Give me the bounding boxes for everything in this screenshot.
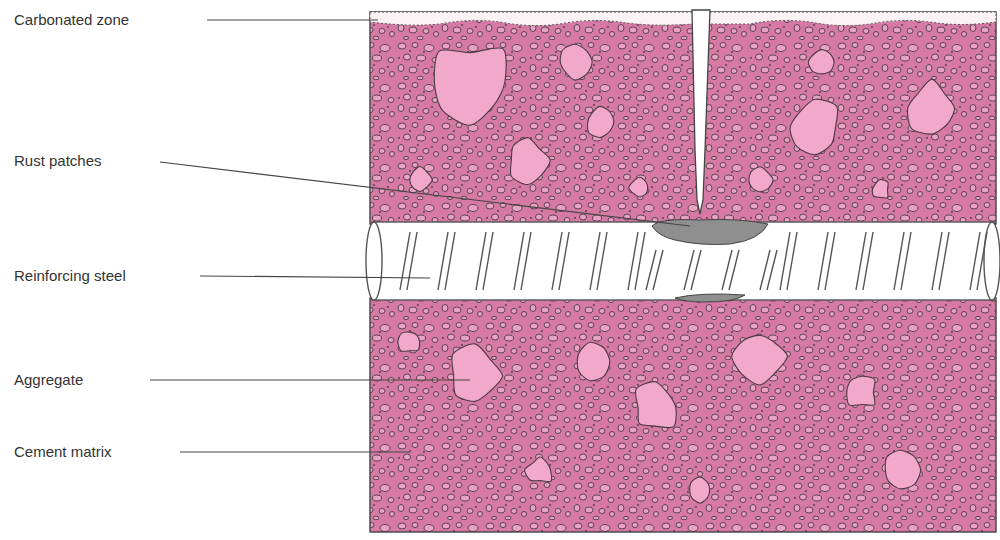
aggregate: [525, 457, 552, 482]
aggregate: [452, 344, 503, 402]
lower-concrete: [370, 298, 996, 532]
upper-concrete: [370, 12, 996, 224]
aggregate: [790, 99, 838, 155]
part-label: Reinforcing steel: [14, 267, 126, 285]
aggregate: [629, 177, 648, 197]
rust-patch: [675, 294, 745, 302]
aggregate: [577, 342, 609, 381]
carbonated-zone: [370, 12, 996, 30]
aggregate: [635, 382, 676, 428]
aggregate: [410, 167, 432, 192]
part-label: Rust patches: [14, 152, 102, 170]
aggregate: [690, 477, 710, 503]
part-label: Carbonated zone: [14, 11, 129, 29]
aggregate: [588, 106, 614, 137]
aggregate: [434, 48, 506, 125]
aggregate: [908, 79, 955, 134]
aggregate: [872, 179, 888, 198]
part-label: Aggregate: [14, 371, 83, 389]
aggregate: [510, 138, 550, 185]
aggregate: [732, 335, 788, 385]
leader-lines: [150, 20, 690, 452]
crack: [692, 10, 710, 214]
aggregate: [749, 167, 773, 192]
aggregate: [847, 376, 875, 405]
aggregate: [398, 332, 420, 351]
part-label: Cement matrix: [14, 443, 112, 461]
aggregate: [808, 50, 834, 74]
aggregate: [885, 450, 920, 489]
aggregate: [560, 44, 592, 80]
